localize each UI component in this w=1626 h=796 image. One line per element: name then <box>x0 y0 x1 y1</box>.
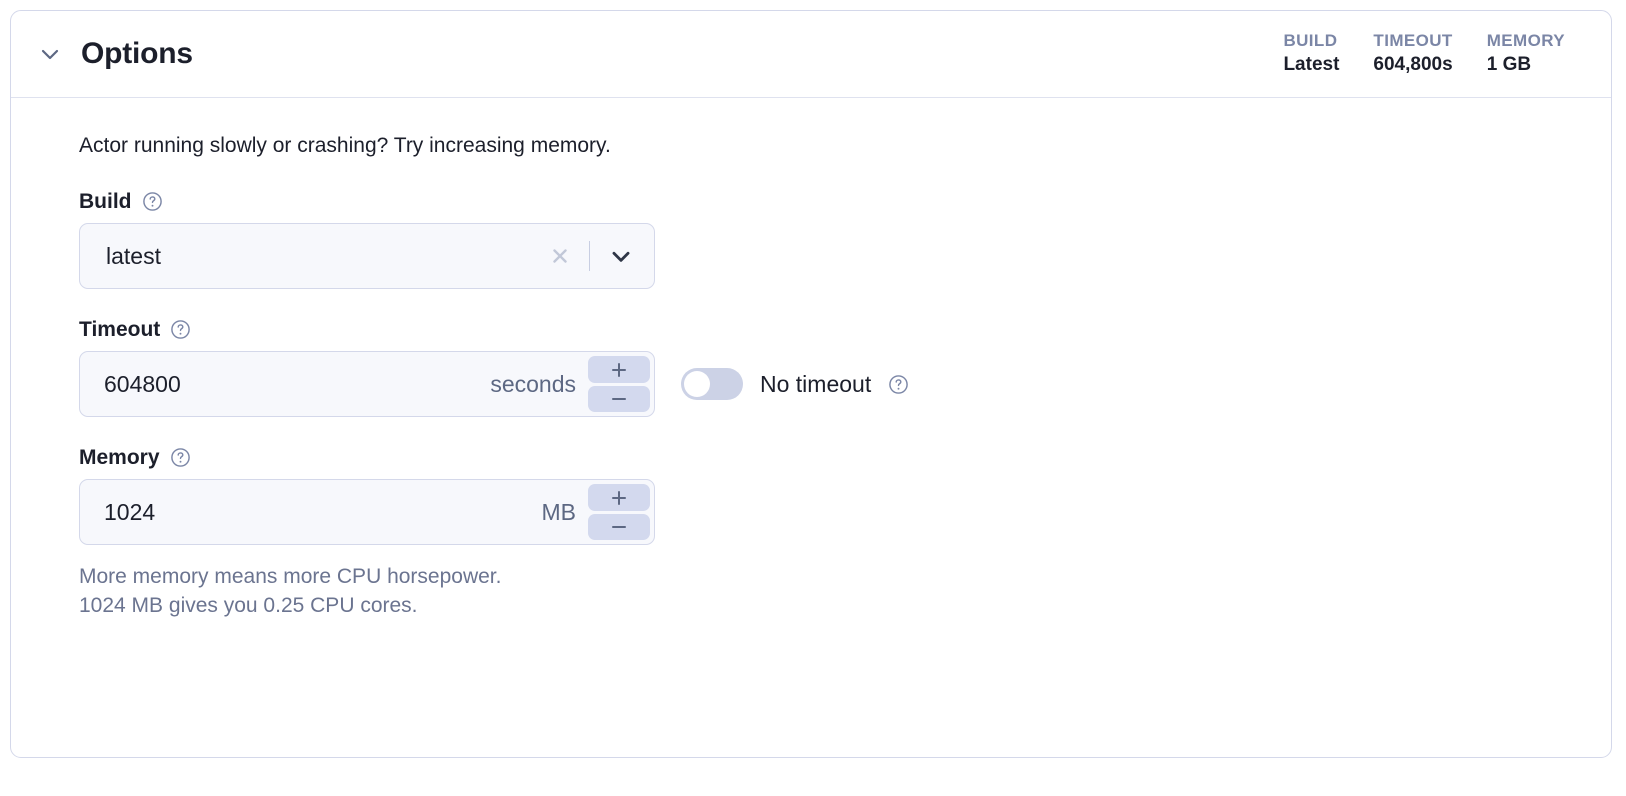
memory-unit-label: MB <box>541 498 577 525</box>
memory-helper-line-1: More memory means more CPU horsepower. <box>79 565 502 589</box>
timeout-label: Timeout <box>79 318 161 342</box>
stat-timeout: TIMEOUT 604,800s <box>1373 32 1452 76</box>
memory-stepper <box>588 480 654 544</box>
help-circle-icon[interactable] <box>142 191 163 212</box>
no-timeout-label: No timeout <box>760 370 872 397</box>
panel-header-left: Options <box>37 39 193 69</box>
toggle-knob <box>684 371 710 398</box>
options-panel: Options BUILD Latest TIMEOUT 604,800s ME… <box>10 10 1612 758</box>
memory-label: Memory <box>79 446 160 470</box>
stat-label-build: BUILD <box>1283 31 1338 51</box>
close-icon[interactable] <box>545 241 575 271</box>
timeout-increment-button[interactable] <box>588 356 650 383</box>
stat-value-timeout: 604,800s <box>1373 53 1453 75</box>
memory-field[interactable]: MB <box>79 479 655 546</box>
help-circle-icon[interactable] <box>888 374 909 395</box>
timeout-stepper <box>588 352 654 416</box>
panel-header: Options BUILD Latest TIMEOUT 604,800s ME… <box>11 11 1611 98</box>
chevron-down-icon[interactable] <box>604 239 638 273</box>
timeout-label-row: Timeout <box>79 319 1585 340</box>
memory-helper-line-2: 1024 MB gives you 0.25 CPU cores. <box>79 594 418 618</box>
select-divider <box>589 241 590 272</box>
build-label-row: Build <box>79 191 1585 212</box>
memory-control-row: MB <box>79 479 1585 546</box>
chevron-down-icon[interactable] <box>37 41 63 67</box>
stat-label-memory: MEMORY <box>1486 31 1565 51</box>
memory-label-row: Memory <box>79 447 1585 468</box>
no-timeout-group: No timeout <box>681 368 909 401</box>
stat-value-build: Latest <box>1283 53 1340 75</box>
stat-label-timeout: TIMEOUT <box>1373 31 1453 51</box>
stat-value-memory: 1 GB <box>1486 53 1532 75</box>
panel-body: Actor running slowly or crashing? Try in… <box>11 98 1611 621</box>
build-label: Build <box>79 190 132 214</box>
page-title: Options <box>81 37 193 70</box>
memory-helper-text: More memory means more CPU horsepower. 1… <box>79 563 1585 621</box>
memory-increment-button[interactable] <box>588 484 650 511</box>
stat-build: BUILD Latest <box>1283 32 1339 76</box>
build-select-value: latest <box>106 242 161 269</box>
build-select[interactable]: latest <box>79 223 655 290</box>
memory-decrement-button[interactable] <box>588 513 650 541</box>
help-circle-icon[interactable] <box>170 319 191 340</box>
timeout-control-row: seconds <box>79 351 1585 418</box>
header-stats: BUILD Latest TIMEOUT 604,800s MEMORY 1 G… <box>1283 32 1587 76</box>
stat-memory: MEMORY 1 GB <box>1487 32 1565 76</box>
memory-input[interactable] <box>80 498 542 526</box>
help-circle-icon[interactable] <box>170 447 191 468</box>
timeout-decrement-button[interactable] <box>588 385 650 413</box>
timeout-field[interactable]: seconds <box>79 351 655 418</box>
timeout-input[interactable] <box>80 370 491 398</box>
no-timeout-toggle[interactable] <box>681 368 743 401</box>
build-control-row: latest <box>79 223 1585 290</box>
intro-text: Actor running slowly or crashing? Try in… <box>79 134 611 157</box>
timeout-unit-label: seconds <box>490 370 576 397</box>
